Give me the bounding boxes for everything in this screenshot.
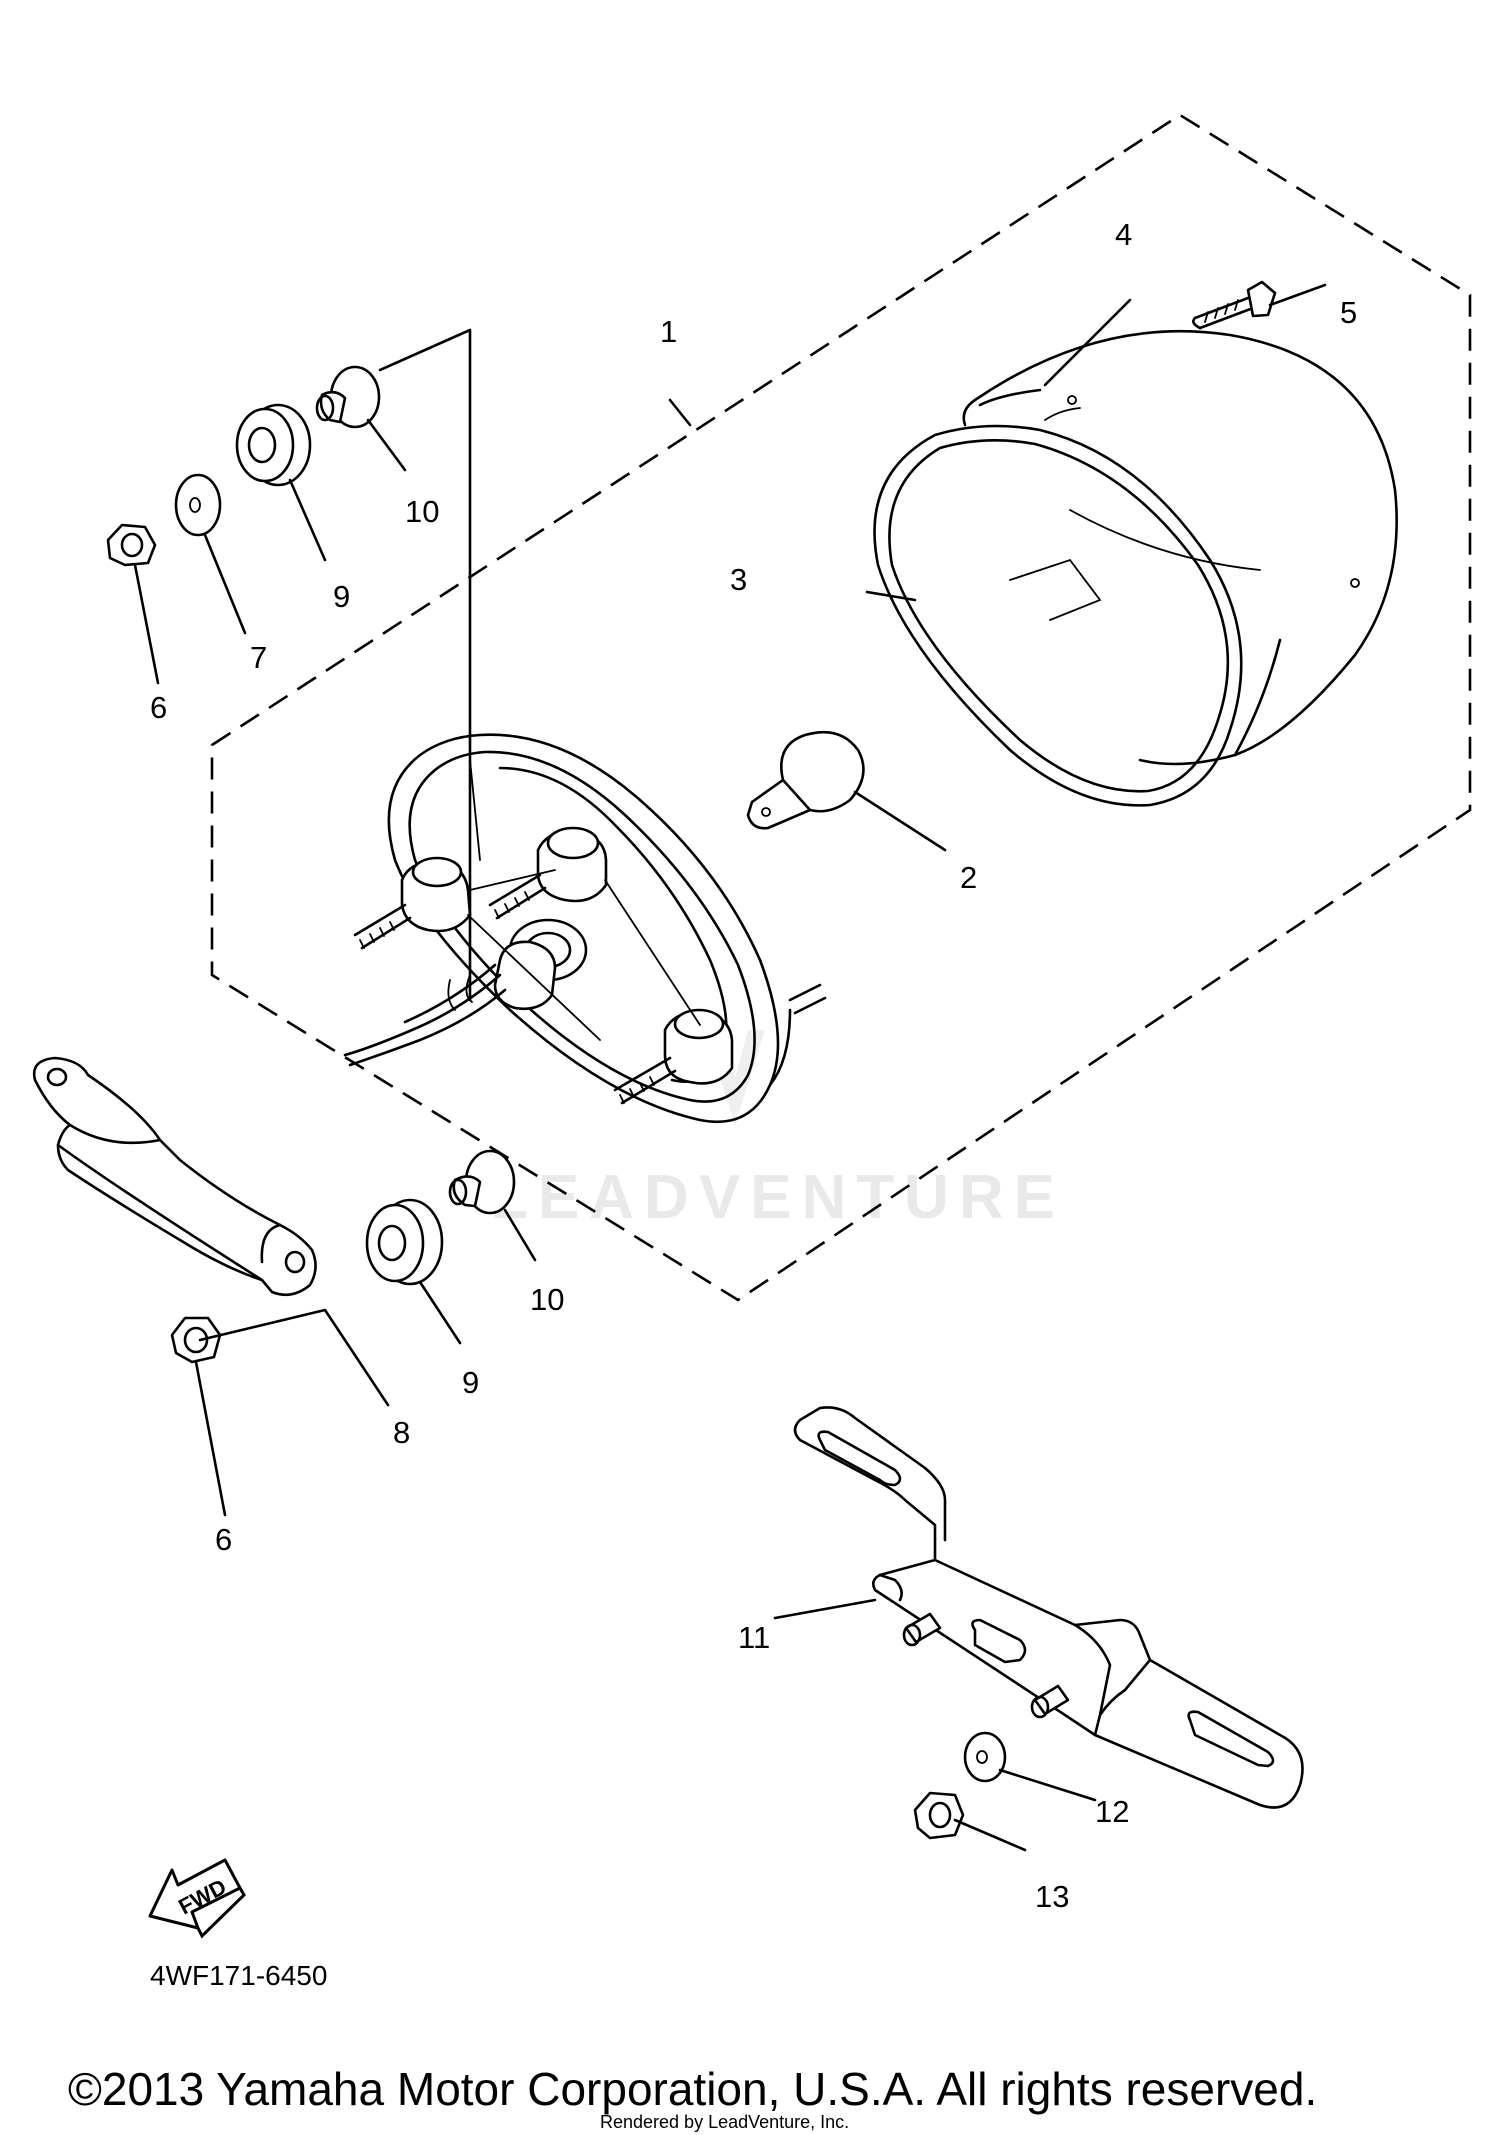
rendered-by-notice: Rendered by LeadVenture, Inc.	[600, 2112, 849, 2132]
callout-labels: 1 2 3 4 5 6 7 9 10 10 9 8 6 11 12 13	[150, 217, 1357, 1914]
callout-13: 13	[1035, 1879, 1069, 1914]
svg-text:LEADVENTURE: LEADVENTURE	[490, 1163, 1065, 1232]
callout-1: 1	[660, 314, 677, 349]
part-6-nut-lower[interactable]	[170, 1316, 222, 1364]
callout-6a: 6	[150, 690, 167, 725]
part-4-lens[interactable]	[962, 329, 1398, 766]
callout-6b: 6	[215, 1522, 232, 1557]
callout-7: 7	[250, 640, 267, 675]
callout-4: 4	[1115, 217, 1132, 252]
callout-9b: 9	[462, 1365, 479, 1400]
callout-2: 2	[960, 860, 977, 895]
part-3-gasket[interactable]	[873, 424, 1243, 807]
part-9-grommet-lower[interactable]	[365, 1198, 444, 1286]
callout-10b: 10	[530, 1282, 564, 1317]
assembly-boundary-dashed	[210, 113, 1472, 1302]
callout-11: 11	[738, 1620, 770, 1655]
part-9-grommet-upper[interactable]	[235, 403, 312, 487]
tail-light-housing[interactable]	[343, 733, 827, 1124]
part-2-bulb[interactable]	[746, 730, 865, 830]
leader-lines	[133, 283, 1327, 1852]
part-10-collar-lower[interactable]	[448, 1149, 516, 1215]
fwd-arrow-icon: FWD	[148, 1858, 246, 1939]
callout-3: 3	[730, 562, 747, 597]
callout-8: 8	[393, 1415, 410, 1450]
part-13-nut[interactable]	[913, 1791, 965, 1840]
part-10-collar-upper[interactable]	[315, 365, 381, 429]
leadventure-watermark: LEADVENTURE	[490, 1030, 1065, 1232]
part-11-license-bracket[interactable]	[793, 1406, 1304, 1809]
part-5-screw[interactable]	[1192, 280, 1277, 330]
callout-10a: 10	[405, 494, 439, 529]
part-12-washer[interactable]	[963, 1731, 1007, 1783]
callout-12: 12	[1095, 1794, 1129, 1829]
part-8-bracket[interactable]	[32, 1056, 317, 1297]
copyright-notice: ©2013 Yamaha Motor Corporation, U.S.A. A…	[68, 2063, 1317, 2115]
part-7-washer[interactable]	[174, 473, 222, 537]
callout-9a: 9	[333, 579, 350, 614]
part-6-nut-upper[interactable]	[106, 523, 157, 567]
part-diagram-code: 4WF171-6450	[150, 1960, 327, 1991]
callout-5: 5	[1340, 295, 1357, 330]
